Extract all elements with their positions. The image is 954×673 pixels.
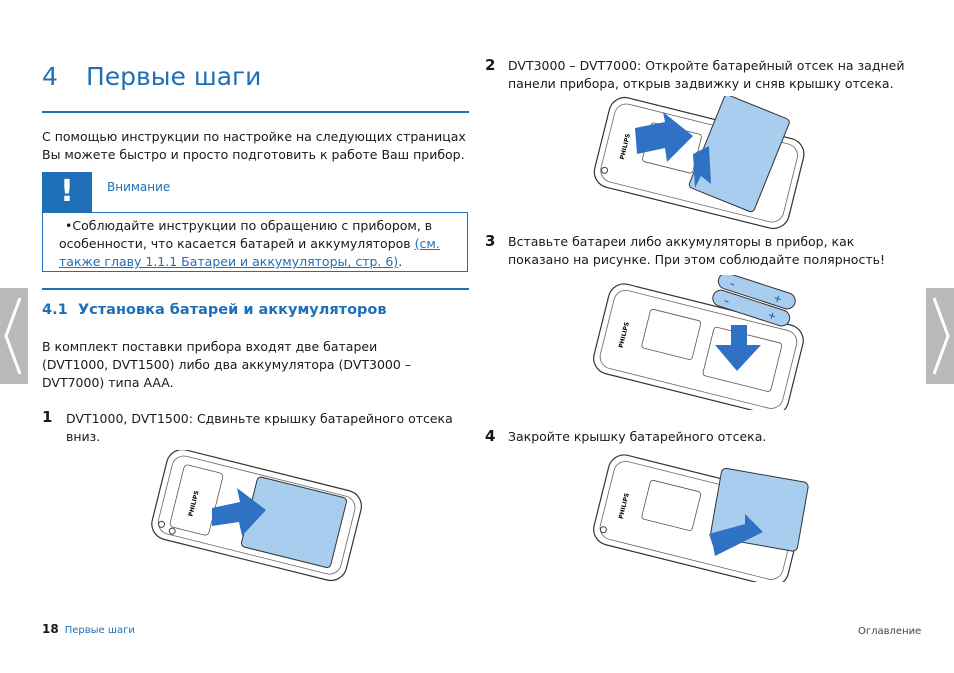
warning-body: Соблюдайте инструкции по обращению с при…: [59, 218, 433, 251]
step-3-number: 3: [485, 232, 496, 250]
warning-end: .: [398, 254, 403, 269]
section-title: Установка батарей и аккумуляторов: [78, 302, 387, 318]
next-page-tab[interactable]: [926, 288, 954, 384]
battery-plus-sign: +: [772, 293, 783, 306]
step-1-number: 1: [42, 408, 53, 426]
chevron-left-icon: [4, 297, 22, 375]
footer-chapter-label: Первые шаги: [64, 625, 135, 636]
step-2-number: 2: [485, 56, 496, 74]
device-illustration-step-3: PHILIPS – + – +: [593, 275, 804, 410]
warning-icon: !: [42, 172, 92, 212]
bullet: •: [65, 218, 73, 233]
chapter-heading: 4 Первые шаги: [42, 62, 261, 91]
step-4-number: 4: [485, 427, 496, 445]
battery-chapter-link[interactable]: (см. также главу 1.1.1 Батареи и аккумул…: [59, 236, 440, 269]
chapter-title: Первые шаги: [86, 62, 262, 91]
intro-text: С помощью инструкции по настройке на сле…: [42, 129, 466, 162]
step-4-text: Закройте крышку батарейного отсека.: [508, 429, 767, 444]
page-number: 18: [42, 622, 59, 636]
step-2-text: DVT3000 – DVT7000: Откройте батарейный о…: [508, 58, 905, 91]
step-3-text: Вставьте батареи либо аккумуляторы в при…: [508, 234, 885, 267]
chapter-number: 4: [42, 62, 58, 91]
prev-page-tab[interactable]: [0, 288, 28, 384]
device-illustration-step-2: PHILIPS: [593, 96, 805, 230]
footer-left: 18 Первые шаги: [42, 622, 135, 636]
battery-minus-sign: –: [728, 279, 736, 291]
chapter-divider: [42, 111, 469, 113]
section-body: В комплект поставки прибора входят две б…: [42, 339, 412, 390]
battery-minus-sign-2: –: [722, 296, 730, 308]
warning-text: •Соблюдайте инструкции по обращению с пр…: [59, 217, 455, 271]
warning-title: Внимание: [107, 180, 171, 194]
chevron-right-icon: [932, 297, 950, 375]
device-illustration-step-1: PHILIPS: [151, 450, 362, 582]
warning-box: •Соблюдайте инструкции по обращению с пр…: [42, 212, 468, 272]
section-number: 4.1: [42, 302, 68, 318]
step-1-text: DVT1000, DVT1500: Сдвиньте крышку батаре…: [66, 411, 453, 444]
device-illustration-step-4: PHILIPS: [593, 454, 809, 582]
section-heading: 4.1 Установка батарей и аккумуляторов: [42, 302, 387, 318]
section-divider: [42, 288, 469, 290]
battery-plus-sign-2: +: [766, 310, 777, 323]
toc-link[interactable]: Оглавление: [858, 626, 922, 637]
